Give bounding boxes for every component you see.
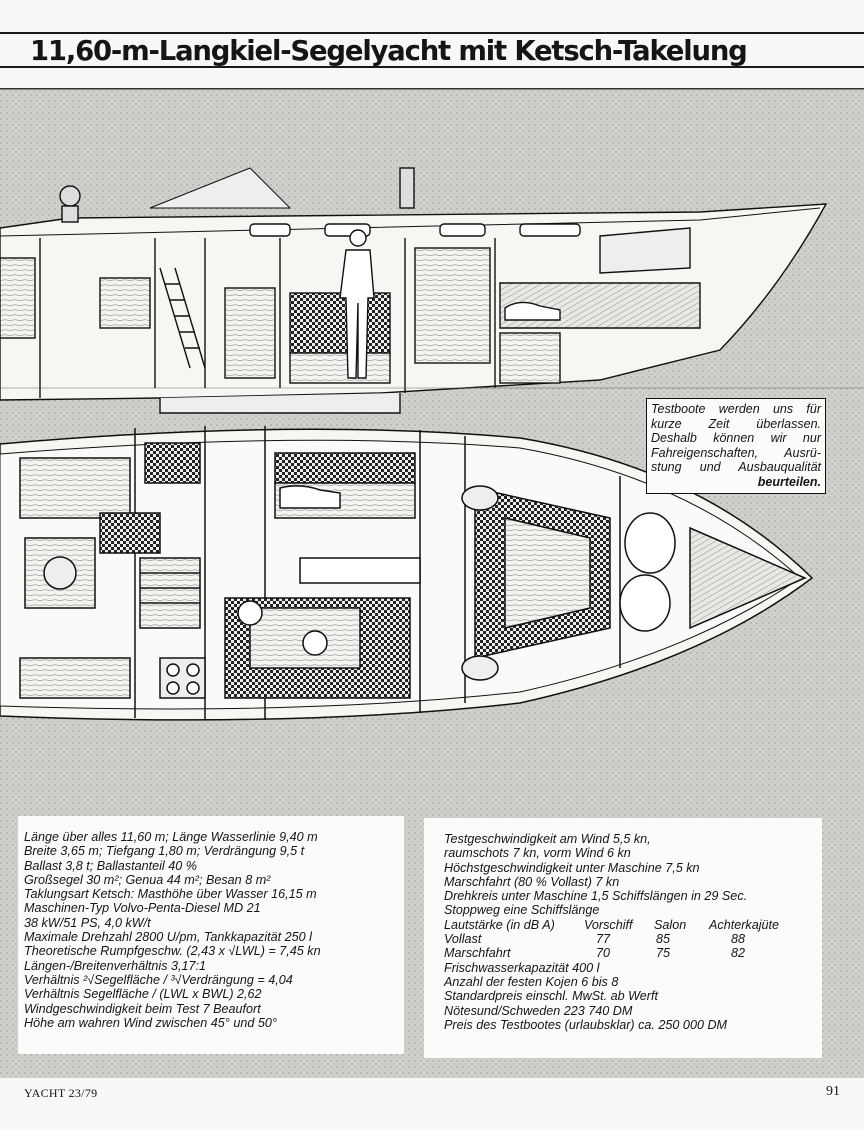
- spec-line: Verhältnis Segelfläche / (LWL x BWL) 2,6…: [24, 987, 262, 1002]
- performance-data-box: Testgeschwindigkeit am Wind 5,5 kn, raum…: [424, 818, 822, 1058]
- spec-line: Maschinen-Typ Volvo-Penta-Diesel MD 21: [24, 901, 261, 916]
- spec-line: Drehkreis unter Maschine 1,5 Schiffsläng…: [444, 889, 748, 904]
- spec-line: 38 kW/51 PS, 4,0 kW/t: [24, 915, 151, 930]
- noise-table-row: Vollast 77 85 88: [444, 932, 746, 947]
- test-boat-note: Testboote werden uns für kurze Zeit über…: [646, 398, 826, 494]
- title-rule-top: [0, 32, 864, 34]
- spec-line: Preis des Testbootes (urlaubsklar) ca. 2…: [444, 1017, 728, 1032]
- spec-line: Höhe am wahren Wind zwischen 45° und 50°: [24, 1015, 277, 1030]
- spec-line: raumschots 7 kn, vorm Wind 6 kn: [444, 846, 631, 861]
- spec-line: Breite 3,65 m; Tiefgang 1,80 m; Verdräng…: [24, 844, 305, 859]
- spec-line: Taklungsart Ketsch: Masthöhe über Wasser…: [24, 887, 317, 902]
- noise-table-row: Marschfahrt 70 75 82: [444, 946, 746, 961]
- spec-line: Verhältnis ²√Segelfläche / ³√Verdrängung…: [24, 972, 293, 987]
- spec-line: Großsegel 30 m²; Genua 44 m²; Besan 8 m²: [24, 872, 271, 887]
- side-elevation: [0, 167, 864, 414]
- spec-line: Frischwasserkapazität 400 l: [444, 960, 600, 975]
- spec-line: Höchstgeschwindigkeit unter Maschine 7,5…: [444, 860, 700, 875]
- spec-line: Maximale Drehzahl 2800 U/pm, Tankkapazit…: [24, 930, 312, 945]
- noise-table-header: Lautstärke (in dB A) Vorschiff Salon Ach…: [444, 917, 780, 932]
- spec-line: Standardpreis einschl. MwSt. ab Werft: [444, 989, 658, 1004]
- spec-line: Länge über alles 11,60 m; Länge Wasserli…: [24, 830, 318, 844]
- deck-plan: [0, 426, 814, 721]
- spec-line: Längen-/Breitenverhältnis 3,17:1: [24, 958, 207, 973]
- page-number: 91: [826, 1084, 840, 1099]
- magazine-issue: YACHT 23/79: [24, 1086, 98, 1100]
- title-rule-bottom: [0, 66, 864, 68]
- spec-line: Nötesund/Schweden 223 740 DM: [444, 1003, 633, 1018]
- page-title: 11,60-m-Langkiel-Segelyacht mit Ketsch-T…: [30, 34, 748, 67]
- spec-line: Marschfahrt (80 % Vollast) 7 kn: [444, 874, 620, 889]
- spec-line: Anzahl der festen Kojen 6 bis 8: [444, 974, 619, 989]
- spec-line: Stoppweg eine Schiffslänge: [444, 903, 600, 918]
- spec-line: Windgeschwindigkeit beim Test 7 Beaufort: [24, 1001, 261, 1016]
- spec-line: Ballast 3,8 t; Ballastanteil 40 %: [24, 858, 197, 873]
- spec-line: Testgeschwindigkeit am Wind 5,5 kn,: [444, 832, 651, 846]
- technical-data-box: Länge über alles 11,60 m; Länge Wasserli…: [18, 816, 404, 1054]
- spec-line: Theoretische Rumpfgeschw. (2,43 x √LWL) …: [24, 944, 321, 959]
